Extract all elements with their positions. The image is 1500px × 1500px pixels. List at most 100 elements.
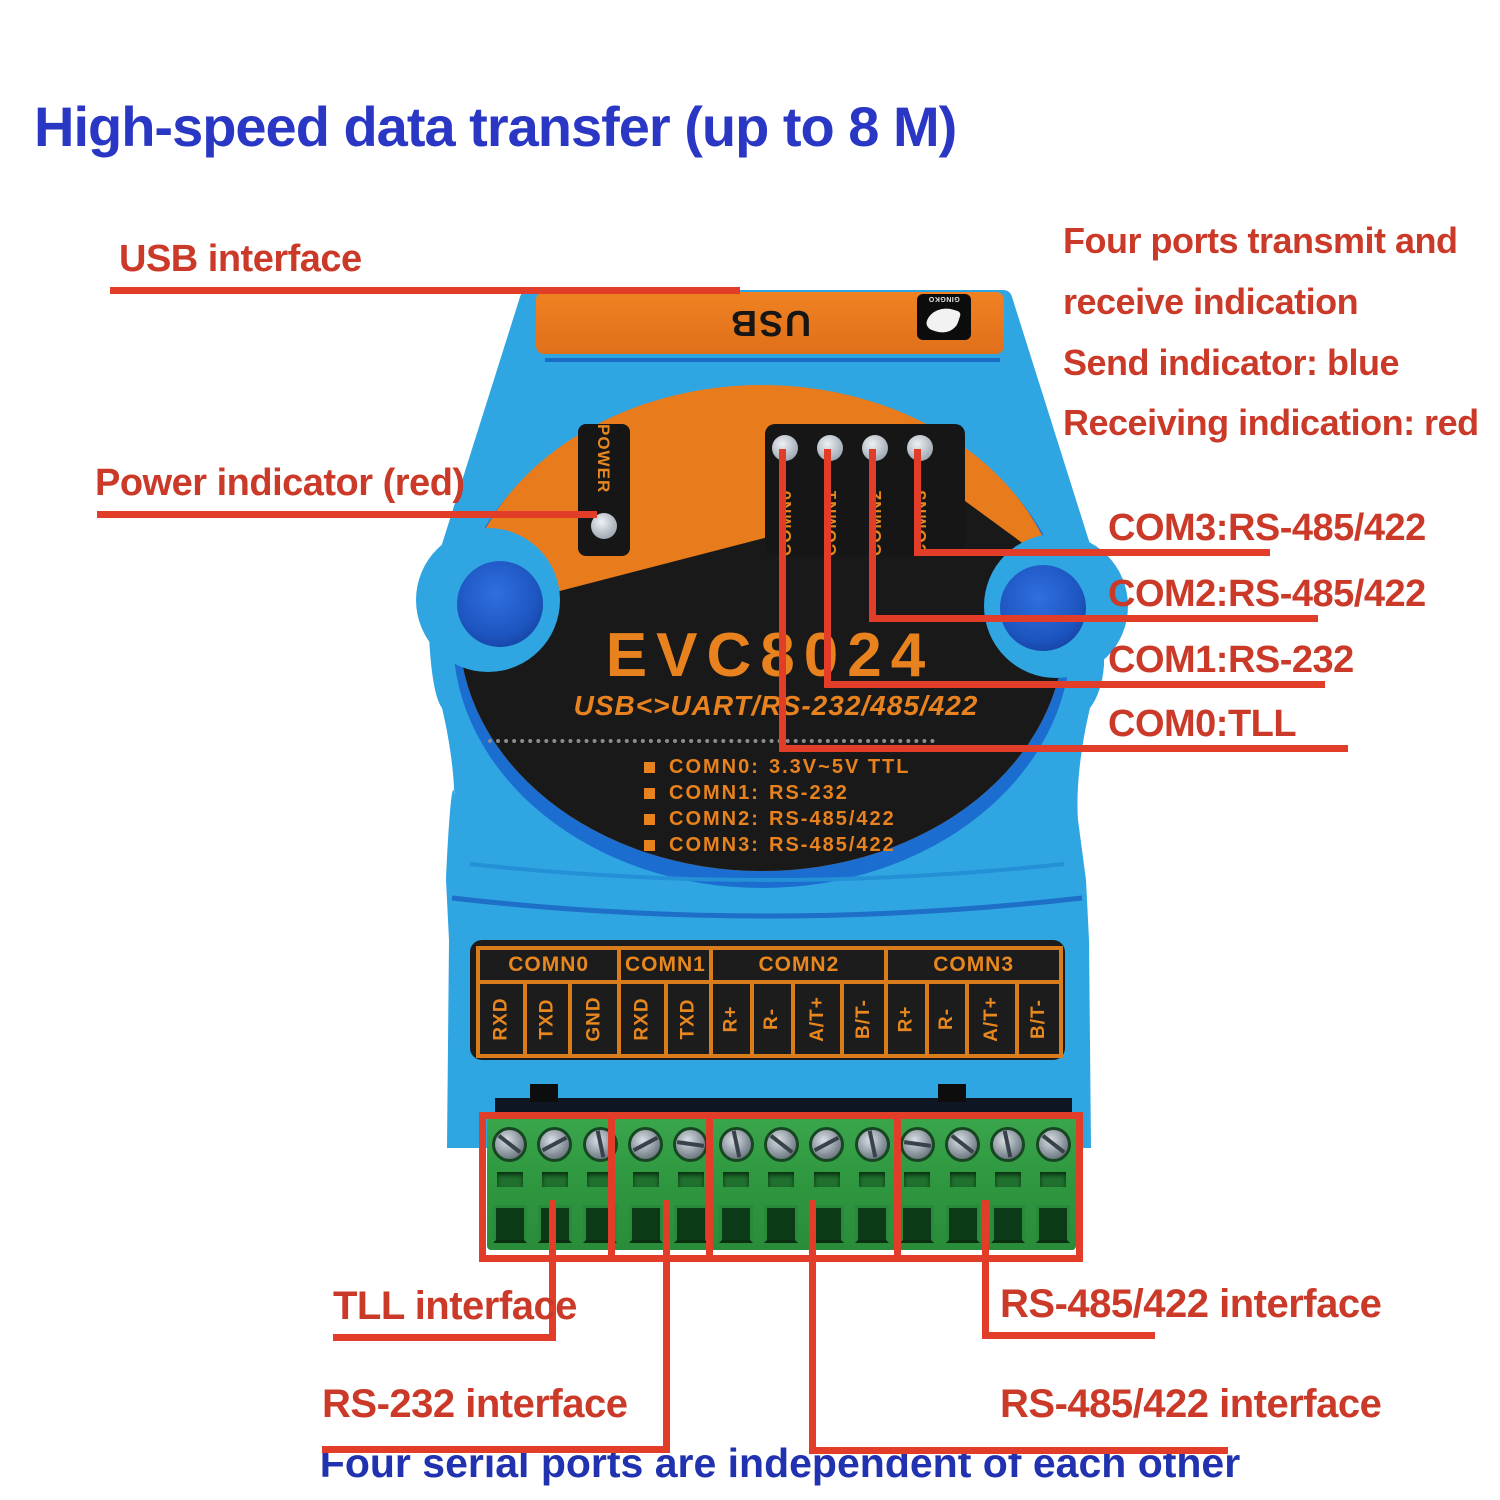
terminal-screw — [899, 1126, 935, 1162]
tll-underline — [333, 1334, 556, 1341]
group-header-comn1: COMN1 — [619, 948, 712, 982]
rs485-top-stem — [982, 1200, 989, 1339]
usb-underline — [110, 287, 740, 294]
wire-hole-row — [487, 1205, 1076, 1243]
com3-stem — [914, 449, 921, 556]
terminal-notch — [1040, 1172, 1067, 1187]
callout-com2: COM2:RS-485/422 — [1108, 573, 1426, 615]
right-mounting-hole — [1000, 565, 1086, 651]
bullet-icon — [644, 839, 655, 851]
com1-stem — [824, 449, 831, 688]
pin-label: A/T+ — [806, 996, 828, 1042]
spec-name: COMN2: — [669, 807, 760, 830]
terminal-grid: COMN0 COMN1 COMN2 COMN3 RXD TXD GND RXD … — [476, 946, 1063, 1058]
spec-row: COMN3: RS-485/422 — [644, 833, 896, 857]
terminal-notch — [768, 1172, 795, 1187]
com3-underline — [914, 549, 1270, 556]
terminal-notch — [632, 1172, 659, 1187]
pin-label: R+ — [720, 1005, 742, 1033]
rs232-underline — [322, 1446, 670, 1453]
dotted-separator — [488, 739, 935, 743]
terminal-screw — [492, 1126, 528, 1162]
left-mounting-hole — [457, 561, 543, 647]
pin-cell: R- — [926, 982, 968, 1056]
power-panel — [578, 424, 630, 556]
terminal-notch — [496, 1172, 523, 1187]
case-ridge-line — [451, 895, 1083, 919]
ports-info-line: Send indicator: blue — [1063, 342, 1400, 383]
ports-info-line: Four ports transmit and — [1063, 220, 1458, 261]
spec-row: COMN0: 3.3V~5V TTL — [644, 755, 911, 779]
led-panel — [765, 424, 965, 556]
pin-label: B/T- — [853, 999, 875, 1039]
callout-rs485-top: RS-485/422 interface — [1000, 1282, 1382, 1326]
pin-cell: R+ — [886, 982, 927, 1056]
model-label: EVC8024 — [605, 621, 935, 690]
wire-hole — [945, 1205, 980, 1243]
callout-power: Power indicator (red) — [95, 462, 465, 504]
spec-name: COMN0: — [669, 755, 760, 778]
pin-cell: A/T+ — [967, 982, 1018, 1056]
terminal-notch — [723, 1172, 750, 1187]
pin-cell: RXD — [478, 982, 526, 1056]
wire-hole — [1036, 1205, 1071, 1243]
callout-com3: COM3:RS-485/422 — [1108, 507, 1426, 549]
pin-cell: RXD — [619, 982, 667, 1056]
group-divider-3 — [894, 1112, 901, 1262]
group-divider-2 — [706, 1112, 713, 1262]
terminal-screw — [628, 1126, 664, 1162]
pin-cell: R- — [752, 982, 793, 1056]
wire-hole — [719, 1205, 754, 1243]
terminal-label-panel: COMN0 COMN1 COMN2 COMN3 RXD TXD GND RXD … — [470, 940, 1065, 1060]
pin-label: RXD — [631, 997, 653, 1041]
wire-hole — [855, 1205, 890, 1243]
pin-label: A/T+ — [981, 996, 1003, 1042]
pin-cell: GND — [570, 982, 620, 1056]
group-divider-1 — [608, 1112, 615, 1262]
ports-info-line: receive indication — [1063, 281, 1359, 322]
pin-label: TXD — [677, 998, 699, 1040]
pin-label: B/T- — [1028, 999, 1050, 1039]
callout-rs232: RS-232 interface — [322, 1382, 628, 1426]
pin-cell: TXD — [666, 982, 712, 1056]
rs232-stem — [663, 1200, 670, 1453]
screw-row — [487, 1122, 1076, 1166]
group-header-comn0: COMN0 — [478, 948, 620, 982]
terminal-group-outline — [479, 1112, 1083, 1262]
rs485-bottom-stem — [809, 1200, 816, 1454]
terminal-screw — [854, 1126, 890, 1162]
pin-label: RXD — [490, 997, 512, 1041]
brand-logo: GINGKO — [917, 294, 971, 340]
terminal-notch — [587, 1172, 614, 1187]
case-clip — [938, 1084, 966, 1102]
com1-underline — [824, 681, 1325, 688]
faceplate-black-stripe — [459, 490, 1065, 871]
model-subtitle: USB<>UART/RS-232/485/422 — [573, 690, 979, 721]
terminal-screw — [1035, 1126, 1071, 1162]
pin-cell: B/T- — [1017, 982, 1061, 1056]
pin-cell: A/T+ — [792, 982, 843, 1056]
pin-label: R- — [936, 1007, 958, 1031]
ginkgo-leaf-icon — [924, 303, 962, 337]
pin-label: GND — [583, 996, 605, 1042]
terminal-notch — [677, 1172, 704, 1187]
terminal-notch — [859, 1172, 886, 1187]
terminal-screw — [763, 1126, 799, 1162]
com0-stem — [779, 449, 786, 752]
pin-label: R+ — [895, 1005, 917, 1033]
notch-row — [487, 1172, 1076, 1187]
spec-name: COMN3: — [669, 833, 760, 856]
rs485-bottom-underline — [809, 1447, 1228, 1454]
pin-label: R- — [761, 1007, 783, 1031]
terminal-screw — [945, 1126, 981, 1162]
spec-row: COMN2: RS-485/422 — [644, 807, 896, 831]
spec-row: COMN1: RS-232 — [644, 781, 849, 805]
spec-value: RS-485/422 — [769, 807, 896, 830]
bullet-icon — [644, 813, 655, 825]
power-underline — [97, 511, 597, 518]
case-ridge-line-2 — [469, 862, 1065, 882]
brand-label: GINGKO — [928, 295, 960, 302]
page-title: High-speed data transfer (up to 8 M) — [34, 95, 957, 158]
pin-label: TXD — [536, 998, 558, 1040]
